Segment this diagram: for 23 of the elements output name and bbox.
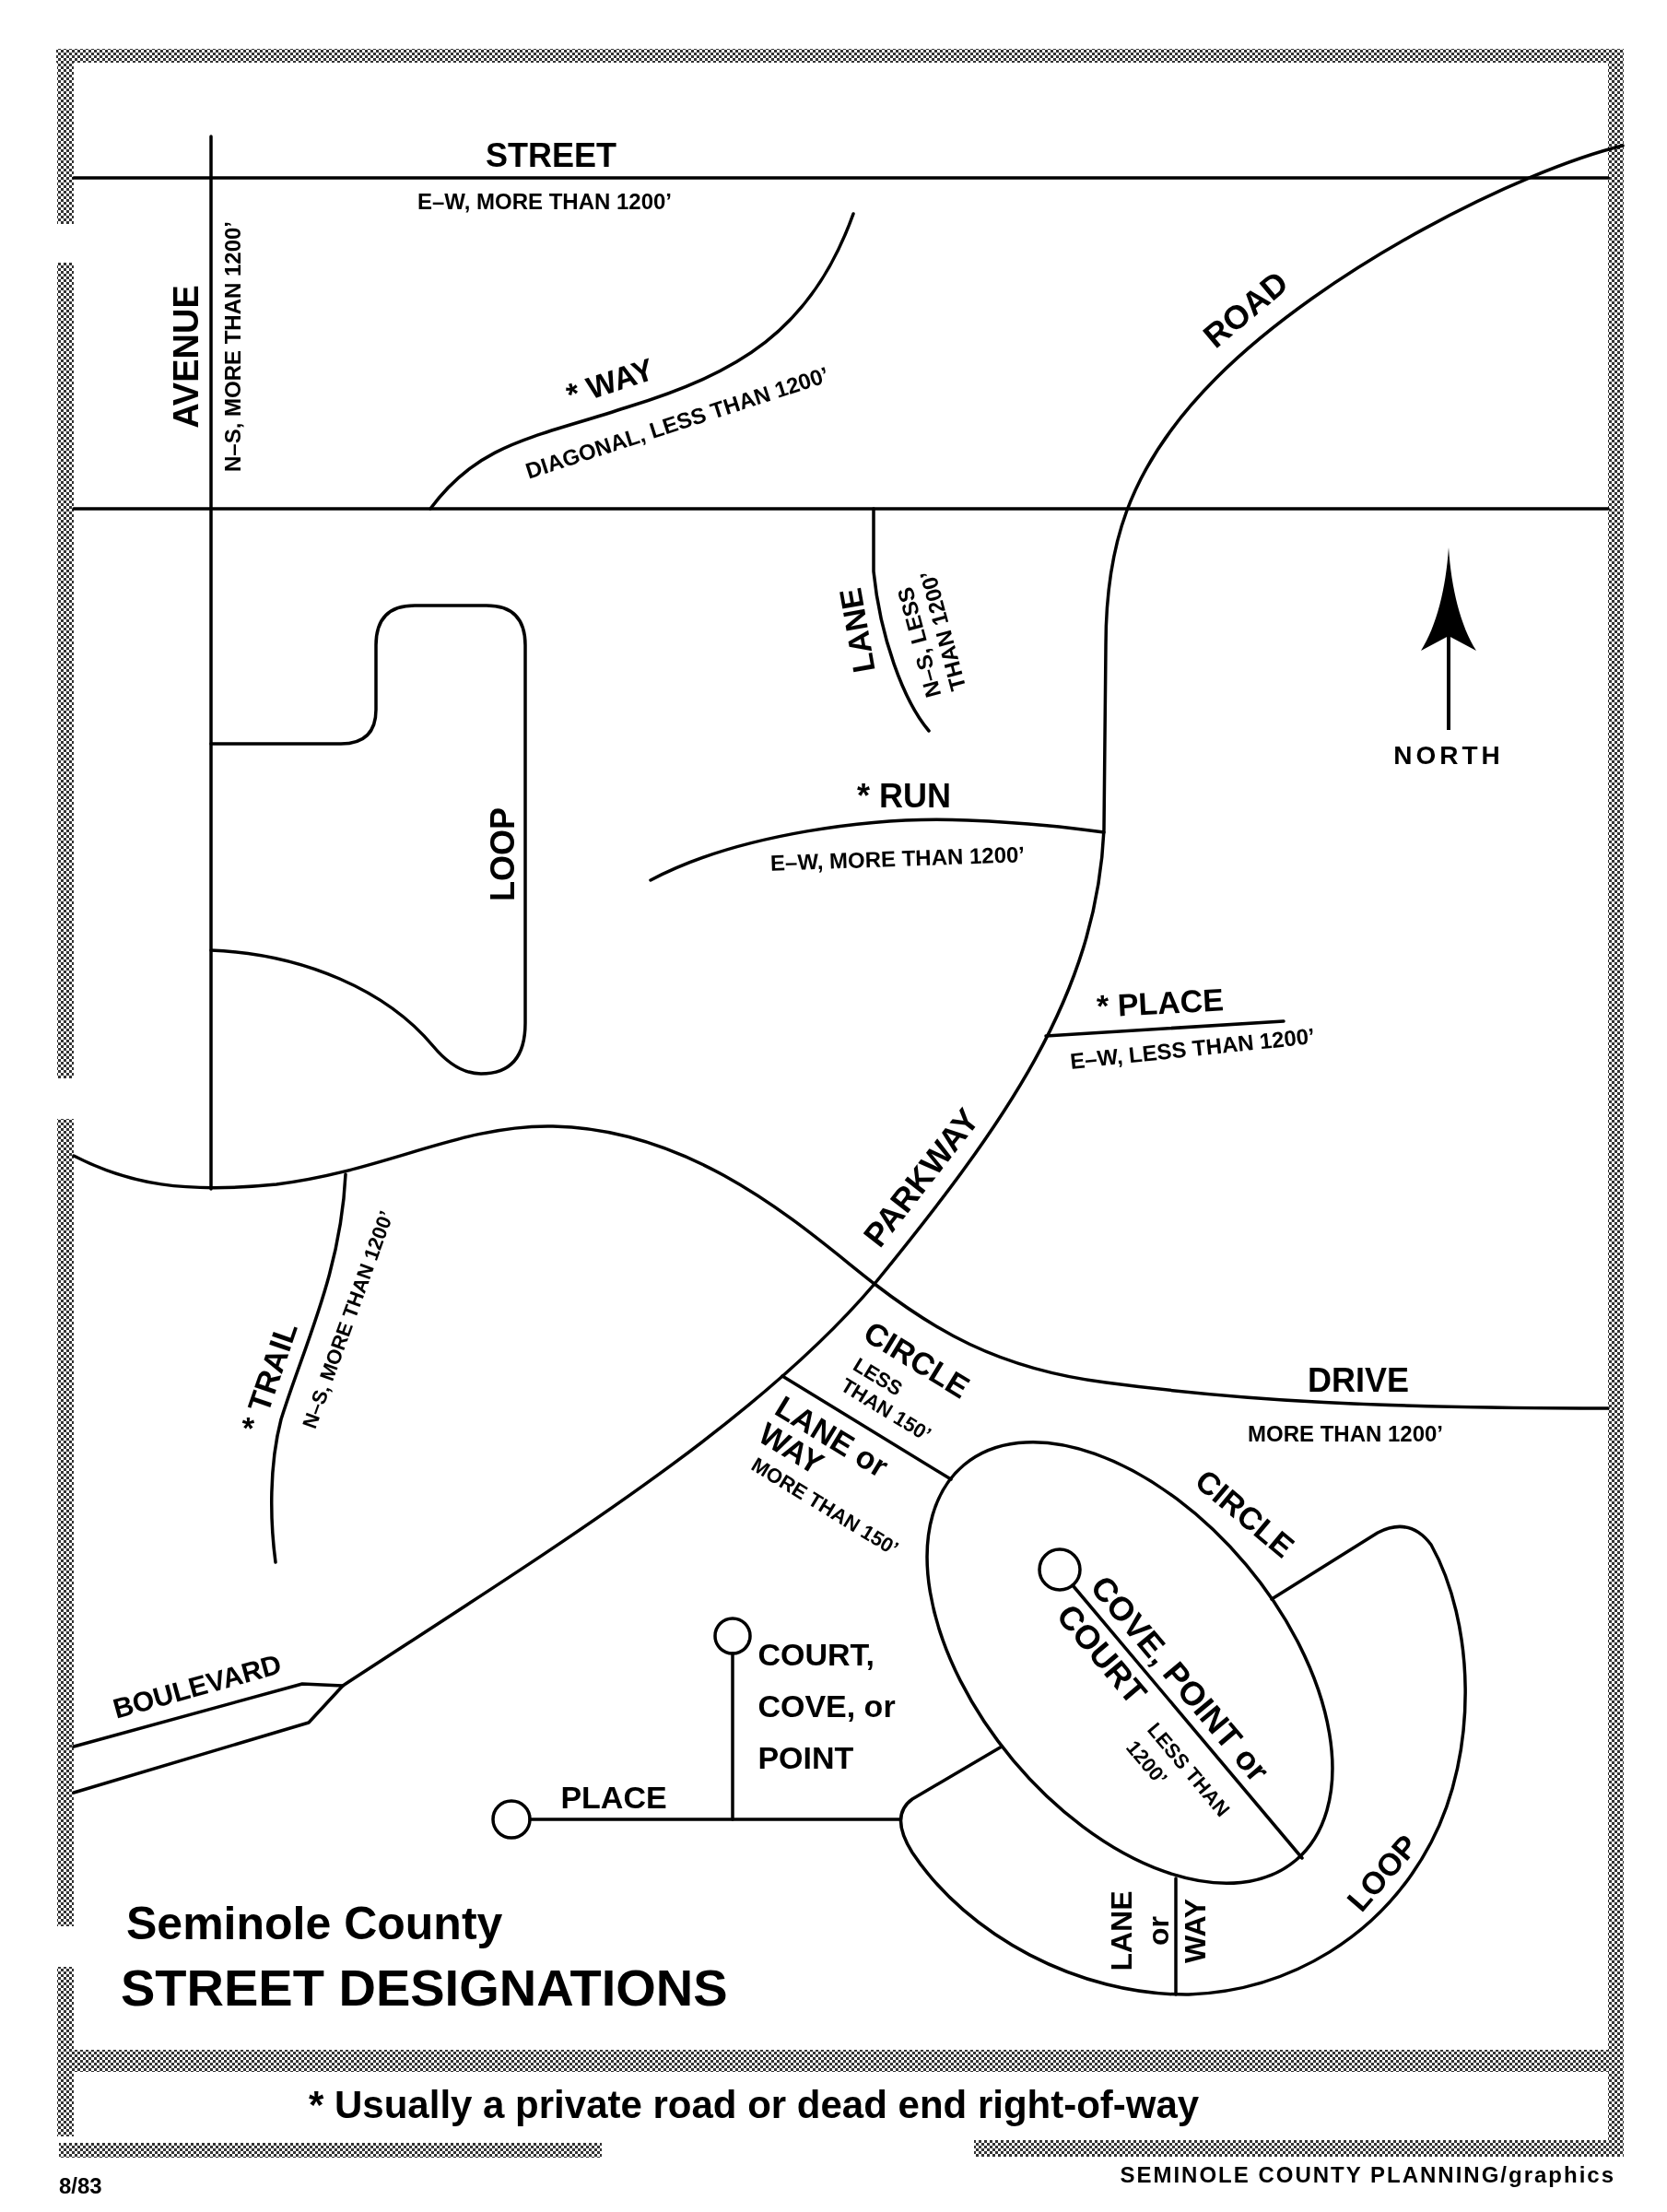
street-note: MORE THAN 1200’: [1247, 1423, 1444, 1445]
credit-line: SEMINOLE COUNTY PLANNING/graphics: [1120, 2164, 1615, 2186]
street-note: N–S, LESS THAN 1200’: [891, 568, 972, 700]
street-name: LANE: [834, 585, 880, 676]
street-note: E–W, MORE THAN 1200’: [417, 191, 673, 213]
street-name: LANE or WAY: [1103, 1890, 1213, 1971]
street-name: PLACE: [560, 1782, 667, 1813]
compass-label: NORTH: [1393, 743, 1504, 769]
footnote: * Usually a private road or dead end right-of-way: [309, 2086, 1200, 2124]
date-label: 8/83: [59, 2175, 102, 2197]
street-name: COURT, COVE, or POINT: [757, 1636, 896, 1777]
street-note: E–W, LESS THAN 1200’: [1069, 1025, 1316, 1073]
street-name: * WAY: [562, 352, 658, 411]
street-name: STREET: [486, 139, 616, 172]
map-title: STREET DESIGNATIONS: [121, 1962, 728, 2014]
street-name: DRIVE: [1308, 1364, 1409, 1397]
street-note: N–S, MORE THAN 1200’: [222, 220, 244, 473]
street-name: * RUN: [857, 780, 951, 813]
street-name: LOOP: [487, 807, 520, 901]
street-name: AVENUE: [169, 285, 204, 429]
street-name: * PLACE: [1096, 983, 1225, 1022]
street-note: E–W, MORE THAN 1200’: [769, 843, 1026, 875]
county-name: Seminole County: [126, 1900, 503, 1947]
